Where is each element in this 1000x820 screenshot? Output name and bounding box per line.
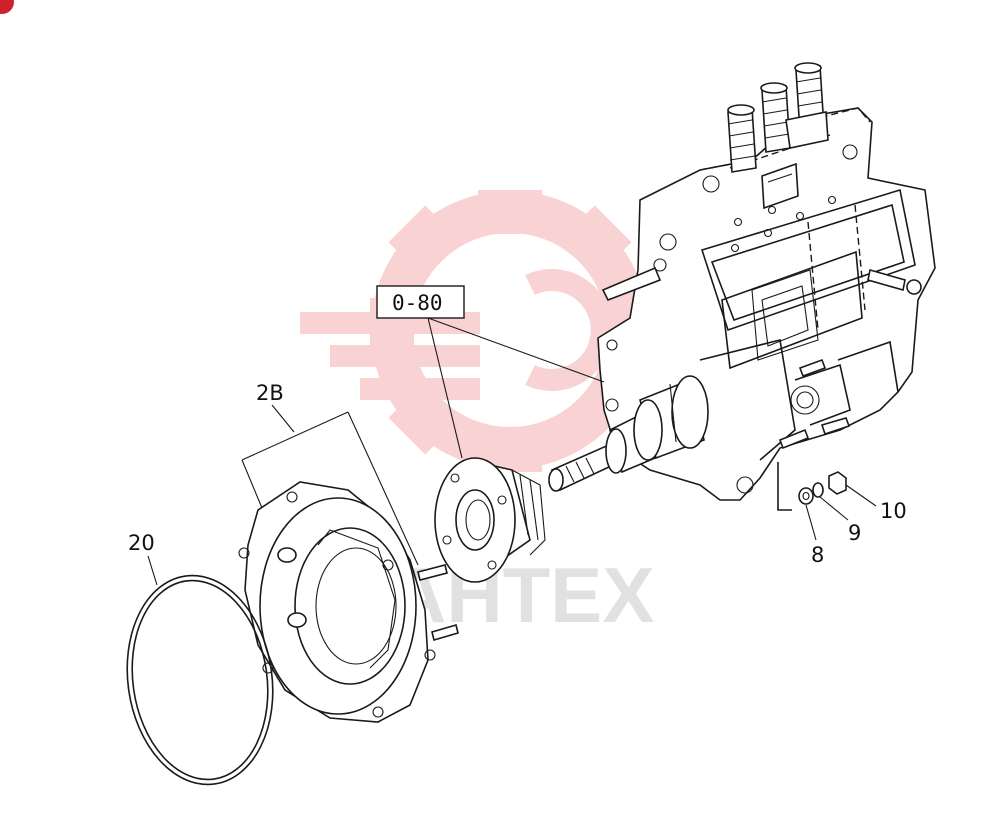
watermark-gear-logo (300, 190, 650, 472)
washer (798, 487, 814, 505)
ref-group-box (376, 285, 465, 319)
leader-lines (147, 317, 877, 586)
callout-ref-group: 0-80 (392, 291, 443, 315)
lock-washer (812, 482, 824, 498)
o-ring (126, 574, 274, 786)
camshaft (548, 375, 709, 492)
hex-nut (828, 471, 847, 495)
callout-lock-washer: 9 (848, 521, 861, 545)
front-cover (238, 481, 459, 723)
drive-coupling (434, 457, 546, 583)
callout-washer: 8 (811, 543, 824, 567)
watermark-brand-text: AHTEX (390, 551, 654, 639)
callout-nut: 10 (880, 499, 907, 523)
callout-o-ring: 20 (128, 531, 155, 555)
callout-cover-assembly: 2B (256, 381, 284, 405)
